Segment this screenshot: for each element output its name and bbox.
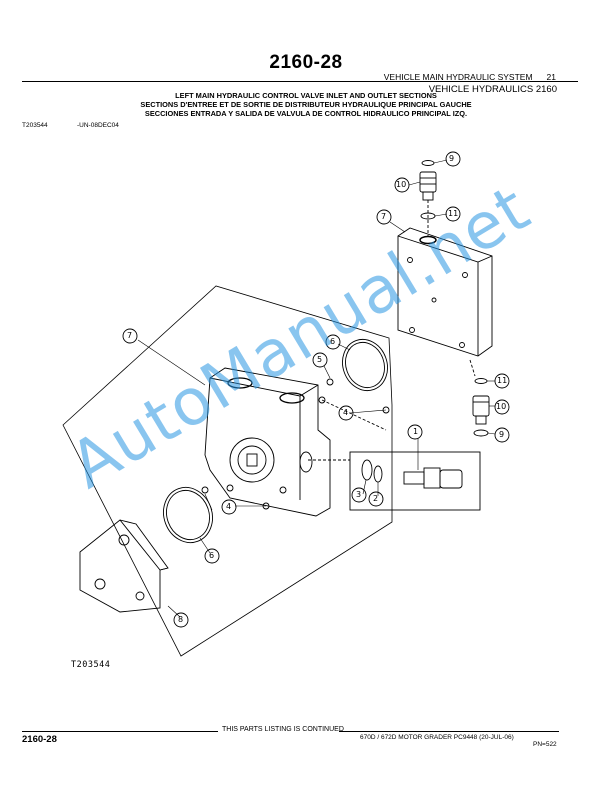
plug [431,297,437,303]
callout-1: 1 [413,427,419,436]
o-ring-6-upper-inner [345,341,385,389]
o-ring-4-lower-left [201,486,209,494]
cover-plate-8-edge [119,519,169,571]
o-ring-6-upper [342,338,388,392]
callout-5: 5 [317,355,323,364]
section-number: 21 [546,72,556,82]
callout-8: 8 [178,615,184,624]
bolt-hole [226,484,234,492]
bolt-hole [462,272,468,278]
page-number: 2160-28 [269,52,343,73]
cover-hole [135,591,145,601]
valve-cartridge-body [423,467,441,489]
callout-10-bottom: 10 [496,402,507,411]
callout-3: 3 [356,490,362,499]
face-seal-area [229,437,275,483]
header-rule [22,81,578,82]
section-title: VEHICLE MAIN HYDRAULIC SYSTEM [383,72,533,82]
title-french: SECTIONS D'ENTREE ET DE SORTIE DE DISTRI… [140,100,472,109]
callout-4-lower: 4 [226,502,232,511]
bolt-hole [407,257,413,263]
figure-date-code: -UN-08DEC04 [77,122,119,129]
valve-body-center [204,367,331,517]
vehicle-line: VEHICLE HYDRAULICS 2160 [428,84,557,95]
callout-6-upper: 6 [330,337,336,346]
fitting-10-bottom-stem [475,415,487,425]
bolt-hole [409,327,415,333]
group-outline [62,285,393,657]
port-left [227,377,253,389]
title-spanish: SECCIONES ENTRADA Y SALIDA DE VALVULA DE… [144,109,468,118]
cover-plate-8 [79,519,161,613]
detail-box [349,451,481,511]
fitting-10-bottom [472,395,490,417]
o-ring-9-bottom [473,429,489,437]
cover-hole [118,534,130,546]
seal-3 [361,459,373,481]
side-port [299,451,313,473]
o-ring-9-top [421,160,435,166]
callout-10-top: 10 [396,180,407,189]
fitting-10-top [419,171,437,193]
footer-model-info: 670D / 672D MOTOR GRADER PC9448 (20-JUL-… [360,734,514,741]
cover-plate-8-corner [159,567,169,571]
callout-9-top: 9 [449,154,455,163]
valve-cartridge-head [439,469,463,489]
footer-pn: PN=522 [533,741,557,748]
fitting-10-top-stem [422,191,434,201]
cover-hole [94,578,106,590]
port-7-top [419,235,437,245]
bolt-hole [279,486,287,494]
bolt-hole [459,342,465,348]
port-right [279,392,305,404]
face-port [237,445,267,475]
seal-2 [373,465,383,483]
continued-notice: THIS PARTS LISTING IS CONTINUED [222,726,344,733]
footer-rule-left [22,731,218,732]
face-port-slot [246,453,258,467]
callout-11-top: 11 [448,209,459,218]
callout-circles [122,151,510,628]
valve-cartridge-stem [403,471,425,485]
o-ring-4-upper [318,396,326,404]
leader-4 [321,399,387,431]
callout-11-bottom: 11 [497,376,508,385]
callout-9-bottom: 9 [499,430,505,439]
o-ring-5 [326,378,334,386]
callout-leaders [137,159,496,618]
callout-2: 2 [373,494,379,503]
o-ring-11-bottom [474,378,488,384]
footer-rule-right [339,731,559,732]
figure-label: T203544 [71,660,111,670]
callout-6-lower: 6 [209,551,215,560]
section-header: VEHICLE MAIN HYDRAULIC SYSTEM 21 [384,72,556,82]
o-ring-6-lower-inner [166,489,210,541]
title-english: LEFT MAIN HYDRAULIC CONTROL VALVE INLET … [175,91,437,100]
callout-4-upper: 4 [343,408,349,417]
callout-7-left: 7 [127,331,133,340]
callout-7-right: 7 [381,212,387,221]
valve-body-7-right [397,227,493,357]
footer-page-number: 2160-28 [22,734,57,745]
leader-right [469,359,476,377]
figure-id: T203544 [22,122,48,129]
